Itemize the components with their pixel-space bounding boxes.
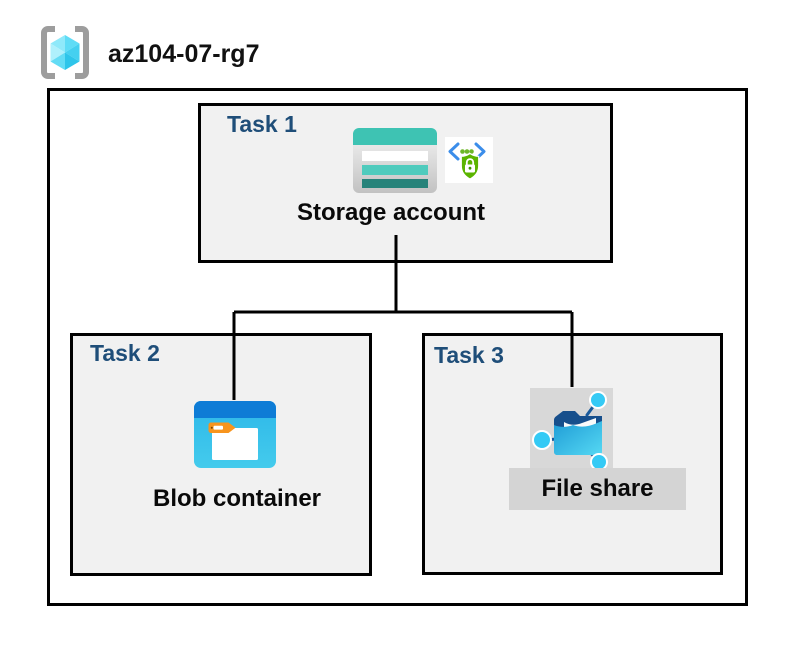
resource-group-icon [41,26,89,79]
blob-container-icon [194,401,276,468]
task-2-label: Task 2 [90,340,160,366]
task-1-label: Task 1 [227,111,297,137]
storage-account-icon [353,128,437,193]
file-share-icon [532,391,608,468]
task-3-label: Task 3 [434,342,504,368]
task-1-box: Task 1 Storage account [198,103,613,263]
task-3-box: Task 3 File share [422,333,723,575]
task-2-box: Task 2 Blob container [70,333,372,576]
file-share-label: File share [541,474,654,502]
storage-account-label: Storage account [296,199,486,226]
endpoint-security-icon [445,137,493,183]
resource-group-title: az104-07-rg7 [108,40,260,68]
file-share-label-background: File share [509,468,686,510]
file-share-icon-background [530,388,613,468]
blob-container-label: Blob container [152,485,322,512]
